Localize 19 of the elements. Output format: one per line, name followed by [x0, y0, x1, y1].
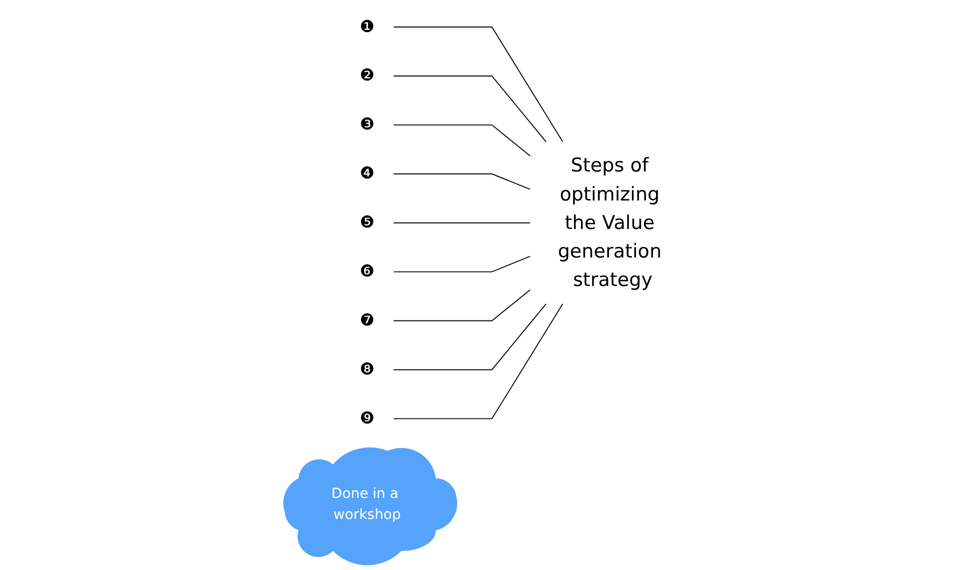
node-text: ❻ [360, 262, 375, 282]
connector [393, 256, 531, 272]
node-text: ❾ [360, 408, 375, 428]
connector [393, 76, 547, 142]
connector [393, 173, 531, 190]
connector [393, 124, 531, 156]
node-text: ❽ [360, 360, 375, 379]
node-text: ❹ [360, 164, 375, 184]
connector [393, 26, 564, 142]
node-text: ❺ [360, 212, 375, 232]
connector [393, 222, 531, 224]
node-text: Steps of optimizing the Value generation strategy [558, 154, 662, 292]
connector [393, 303, 547, 370]
connector [393, 289, 531, 322]
node-text: ❶ [360, 17, 375, 36]
node-text: ❸ [360, 115, 375, 134]
connector [393, 303, 564, 420]
node-text: ❷ [360, 66, 375, 86]
node-text: ❼ [360, 310, 375, 330]
